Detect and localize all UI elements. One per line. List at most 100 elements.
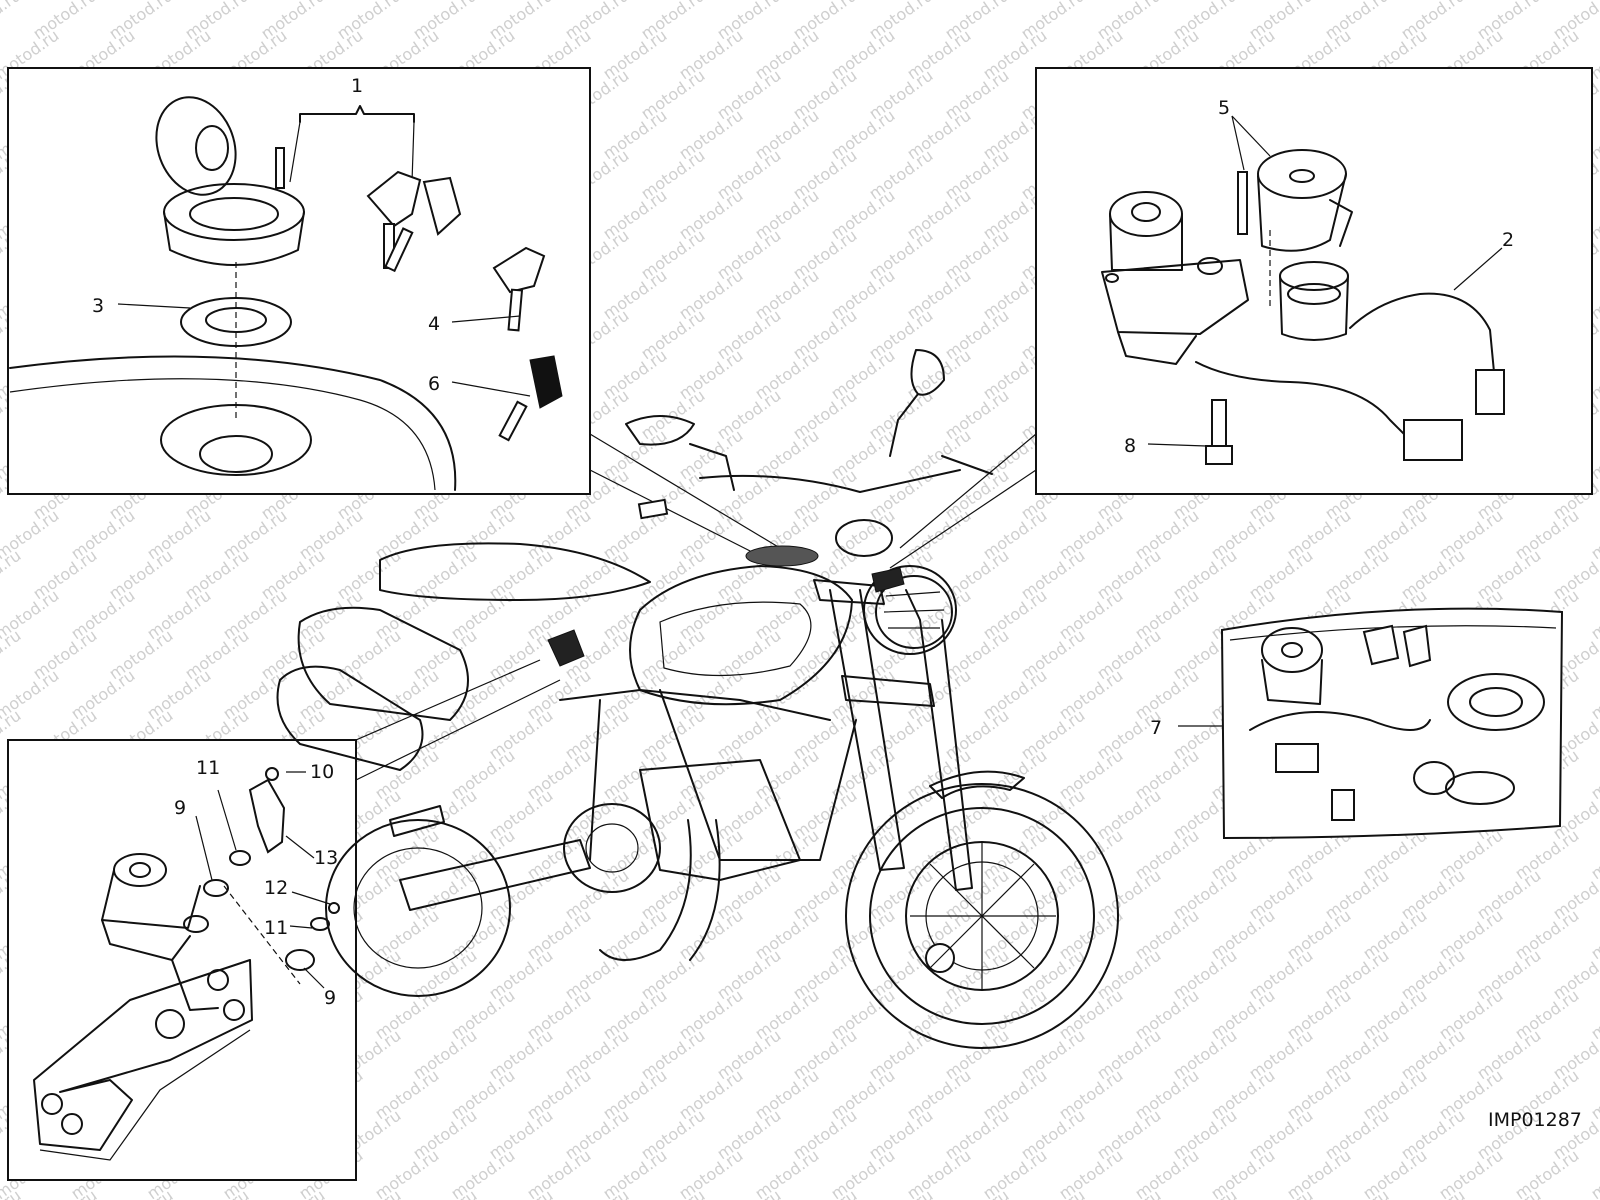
callout-13: 13 bbox=[314, 847, 338, 869]
watermark-text: motod.ru bbox=[1093, 1186, 1164, 1200]
watermark-text: motod.ru bbox=[29, 1186, 100, 1200]
muffler-upper bbox=[297, 606, 469, 721]
fork-left bbox=[829, 589, 905, 871]
watermark-text: motod.ru bbox=[0, 626, 24, 684]
callout-11-lower: 11 bbox=[264, 917, 288, 939]
watermark-text: motod.ru bbox=[523, 1146, 594, 1200]
watermark-text: motod.ru bbox=[1435, 1146, 1506, 1200]
watermark-text: motod.ru bbox=[0, 0, 24, 43]
mirror-right bbox=[889, 349, 945, 457]
bolt-8 bbox=[1205, 399, 1233, 465]
panel-switch-mount bbox=[7, 739, 357, 1181]
exhaust-pipe bbox=[599, 819, 692, 961]
watermark-text: motod.ru bbox=[1207, 1146, 1278, 1200]
callout-11-upper: 11 bbox=[196, 757, 220, 779]
watermark-text: motod.ru bbox=[1245, 1186, 1316, 1200]
ignition-switch-body bbox=[1101, 191, 1249, 365]
mirror-left bbox=[625, 415, 735, 491]
watermark-text: motod.ru bbox=[333, 1186, 404, 1200]
key-pair bbox=[366, 170, 462, 273]
panel-ignition-switch bbox=[1035, 67, 1593, 495]
callout-2: 2 bbox=[1502, 229, 1514, 251]
washer-11 bbox=[229, 850, 251, 866]
connector-block bbox=[1403, 419, 1463, 461]
watermark-text: motod.ru bbox=[105, 1186, 176, 1200]
rear-wheel bbox=[325, 819, 511, 997]
swingarm bbox=[399, 839, 591, 911]
screw-10 bbox=[265, 767, 279, 781]
ignition-location bbox=[871, 567, 905, 593]
watermark-text: motod.ru bbox=[1473, 1186, 1544, 1200]
switch-location bbox=[547, 629, 585, 667]
mount-bracket bbox=[33, 959, 253, 1151]
panel-connectors bbox=[355, 433, 1037, 781]
seat bbox=[379, 542, 651, 601]
frame bbox=[559, 689, 857, 861]
panel-fuel-cap bbox=[7, 67, 591, 495]
screw-12 bbox=[328, 902, 340, 914]
bracket-1 bbox=[299, 105, 415, 123]
tank-outline bbox=[9, 355, 457, 491]
image-code: IMP01287 bbox=[1488, 1109, 1582, 1131]
callout-4: 4 bbox=[428, 313, 440, 335]
watermark-text: motod.ru bbox=[1055, 1146, 1126, 1200]
watermark-text: motod.ru bbox=[1283, 1146, 1354, 1200]
callout-labels: 1 2 3 4 5 6 7 8 9 9 10 11 11 12 13 bbox=[92, 75, 1514, 1009]
watermark-text: motod.ru bbox=[181, 1186, 252, 1200]
watermark-text: motod.ru bbox=[599, 1146, 670, 1200]
plate-13 bbox=[248, 778, 286, 854]
watermark-text: motod.ru bbox=[979, 1146, 1050, 1200]
callout-7: 7 bbox=[1150, 717, 1162, 739]
engine-cover bbox=[563, 803, 661, 893]
callout-12: 12 bbox=[264, 877, 288, 899]
watermark-text: motod.ru bbox=[903, 1146, 974, 1200]
key-6 bbox=[498, 355, 563, 442]
watermark-text: motod.ru bbox=[713, 1186, 784, 1200]
watermark-text: motod.ru bbox=[1321, 1186, 1392, 1200]
watermark-text: motod.ru bbox=[1359, 1146, 1430, 1200]
front-fender bbox=[929, 770, 1025, 799]
grommet-9 bbox=[203, 879, 229, 897]
watermark-text: motod.ru bbox=[1131, 1146, 1202, 1200]
muffler-lower bbox=[276, 665, 424, 771]
callout-9-upper: 9 bbox=[174, 797, 186, 819]
handlebar bbox=[699, 469, 961, 493]
watermark-text: motod.ru bbox=[827, 1146, 898, 1200]
watermark-text: motod.ru bbox=[1397, 1186, 1468, 1200]
lock-ring bbox=[1279, 261, 1349, 341]
watermark-text: motod.ru bbox=[1169, 1186, 1240, 1200]
watermark-text: motod.ru bbox=[941, 1186, 1012, 1200]
watermark-text: motod.ru bbox=[865, 1186, 936, 1200]
watermark-text: motod.ru bbox=[485, 1186, 556, 1200]
watermark-text: motod.ru bbox=[447, 1146, 518, 1200]
watermark-text: motod.ru bbox=[675, 1146, 746, 1200]
front-wheel bbox=[845, 783, 1119, 1049]
fork-right bbox=[905, 589, 973, 891]
instrument-cluster bbox=[835, 519, 893, 557]
watermark-text: motod.ru bbox=[1511, 1146, 1582, 1200]
screw-part bbox=[275, 147, 285, 189]
key-4 bbox=[492, 246, 546, 332]
triple-clamp bbox=[841, 675, 935, 707]
callout-9-lower: 9 bbox=[324, 987, 336, 1009]
callout-3: 3 bbox=[92, 295, 104, 317]
watermark-text: motod.ru bbox=[561, 1186, 632, 1200]
headlight bbox=[863, 565, 957, 655]
grommet-9-lower bbox=[285, 949, 315, 971]
switch-cover bbox=[1257, 149, 1353, 252]
kit-parts bbox=[1249, 624, 1545, 821]
wiring-harness bbox=[1195, 361, 1409, 439]
motorcycle-illustration bbox=[276, 349, 1119, 1049]
callout-8: 8 bbox=[1124, 435, 1136, 457]
washer-11-lower bbox=[310, 917, 330, 931]
engine-block bbox=[639, 759, 801, 881]
callout-6: 6 bbox=[428, 373, 440, 395]
callout-1: 1 bbox=[351, 75, 363, 97]
mounted-switch-block bbox=[101, 853, 219, 1011]
watermark-text: motod.ru bbox=[789, 1186, 860, 1200]
watermark-text: motod.ru bbox=[1017, 1186, 1088, 1200]
watermark-text: motod.ru bbox=[751, 1146, 822, 1200]
watermark-text: motod.ru bbox=[0, 546, 24, 604]
